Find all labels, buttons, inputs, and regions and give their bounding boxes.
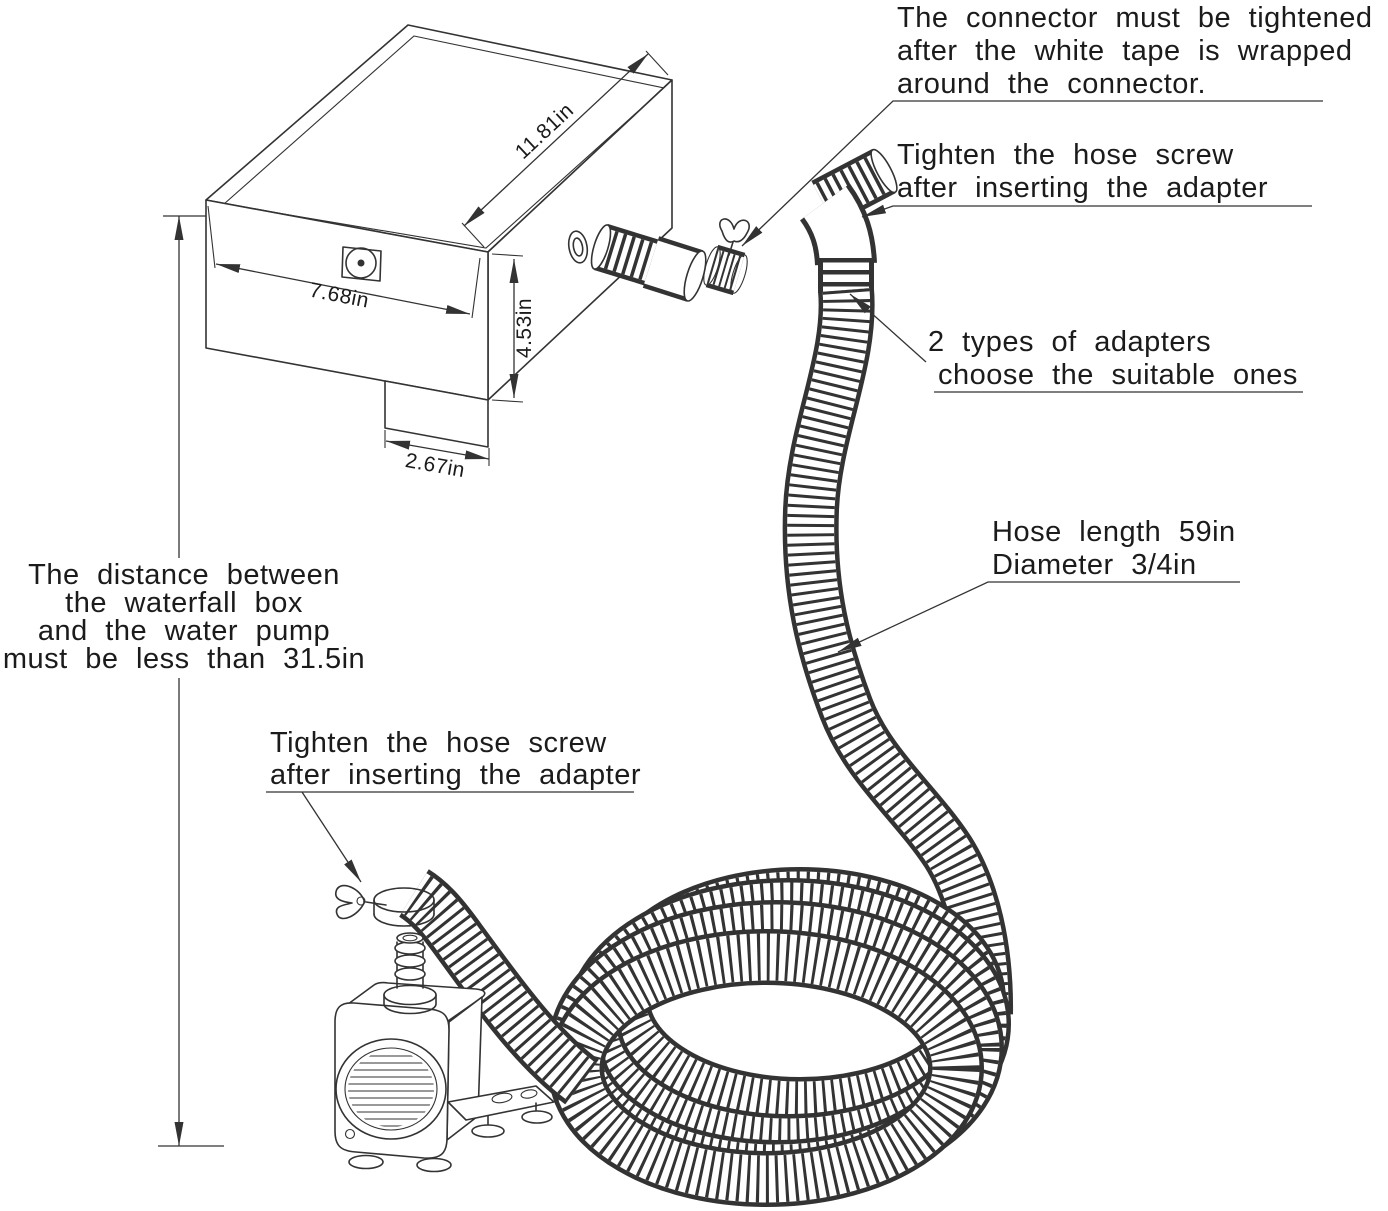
width-dimension-line bbox=[215, 263, 471, 315]
suction-cup-1 bbox=[471, 1124, 505, 1138]
adapter-types-line1: 2 types of adapters bbox=[928, 326, 1211, 358]
adapter-cap-right bbox=[730, 254, 748, 294]
nozzle-barb-3 bbox=[394, 967, 426, 981]
hose-screw-bottom-line1: Tighten the hose screw bbox=[270, 727, 607, 759]
pump-hose-clamp bbox=[334, 884, 435, 927]
leader-hose-screw-top bbox=[861, 204, 1312, 218]
clamp-wing-screw bbox=[334, 884, 365, 920]
suction-cup-3 bbox=[348, 1154, 384, 1170]
spout-extension-lines bbox=[384, 430, 490, 466]
dimension-label-height: 4.53in bbox=[513, 298, 536, 358]
leader-lines bbox=[266, 100, 1323, 883]
grill-bolt bbox=[344, 1128, 356, 1140]
nozzle-bore bbox=[402, 934, 418, 942]
connector-note-line1: The connector must be tightened bbox=[897, 2, 1372, 34]
width-extension-lines bbox=[207, 205, 481, 319]
distance-note-line1: The distance between bbox=[28, 559, 340, 591]
hose-spec-line2: Diameter 3/4in bbox=[992, 549, 1197, 581]
depth-dimension-line bbox=[463, 53, 649, 227]
distance-note-line4: must be less than 31.5in bbox=[3, 643, 365, 675]
hose-screw-top-line2: after inserting the adapter bbox=[897, 172, 1268, 204]
boxheight-extension-lines bbox=[491, 253, 524, 403]
wing-screw bbox=[719, 218, 750, 243]
bracket-hole bbox=[491, 1092, 513, 1104]
clamp-wing-hub bbox=[356, 896, 366, 906]
suction-cup-4 bbox=[416, 1157, 452, 1173]
knob-center bbox=[357, 259, 365, 267]
leader-connector-note bbox=[741, 100, 1323, 247]
hose-screw-top-line1: Tighten the hose screw bbox=[897, 139, 1234, 171]
spout-dimension-line bbox=[385, 440, 490, 460]
pump-grill-ring bbox=[344, 1047, 438, 1131]
outlet-connector-parts bbox=[588, 218, 751, 303]
bracket-hole-2 bbox=[520, 1089, 538, 1099]
depth-extension-lines bbox=[461, 50, 669, 248]
leader-adapter-types bbox=[849, 293, 927, 363]
distance-note-backplate bbox=[6, 558, 360, 678]
outlet-flange bbox=[383, 984, 437, 1006]
distance-note-line2: the waterfall box bbox=[65, 587, 303, 619]
distance-note-line3: and the water pump bbox=[38, 615, 330, 647]
adapter-types-line2: choose the suitable ones bbox=[938, 359, 1298, 391]
adapter-cap-left bbox=[703, 246, 721, 286]
hose-screw-bottom-line2: after inserting the adapter bbox=[270, 759, 641, 791]
clamp-bolt bbox=[365, 901, 387, 906]
outlet-hole bbox=[567, 230, 589, 264]
hose-coil bbox=[576, 895, 983, 1179]
wing-screw-stem bbox=[728, 241, 734, 256]
clamp-band-top bbox=[373, 887, 435, 913]
pump-grill-outer bbox=[335, 1038, 447, 1140]
annotations: The connector must be tightened after th… bbox=[3, 2, 1372, 791]
leader-hose-spec bbox=[837, 581, 1240, 653]
pump-grill-slats bbox=[348, 1055, 434, 1127]
collar-end-cap bbox=[683, 250, 707, 302]
water-pump-drawing bbox=[334, 932, 555, 1173]
elbow-thread-cap bbox=[870, 148, 898, 194]
connector-note-line2: after the white tape is wrapped bbox=[897, 35, 1352, 67]
dimension-lines bbox=[158, 50, 669, 1147]
clamp-band-bottom bbox=[373, 913, 435, 927]
nozzle-barb-2 bbox=[394, 954, 426, 968]
suction-cup-2 bbox=[521, 1110, 553, 1124]
nozzle-tip bbox=[396, 932, 424, 944]
elbow-adapter-drawing bbox=[823, 147, 901, 293]
connector-note-line3: around the connector. bbox=[897, 68, 1206, 100]
outlet-hole-inner bbox=[572, 237, 584, 257]
leader-hose-screw-bottom bbox=[301, 791, 362, 883]
hose-spec-line1: Hose length 59in bbox=[992, 516, 1236, 548]
